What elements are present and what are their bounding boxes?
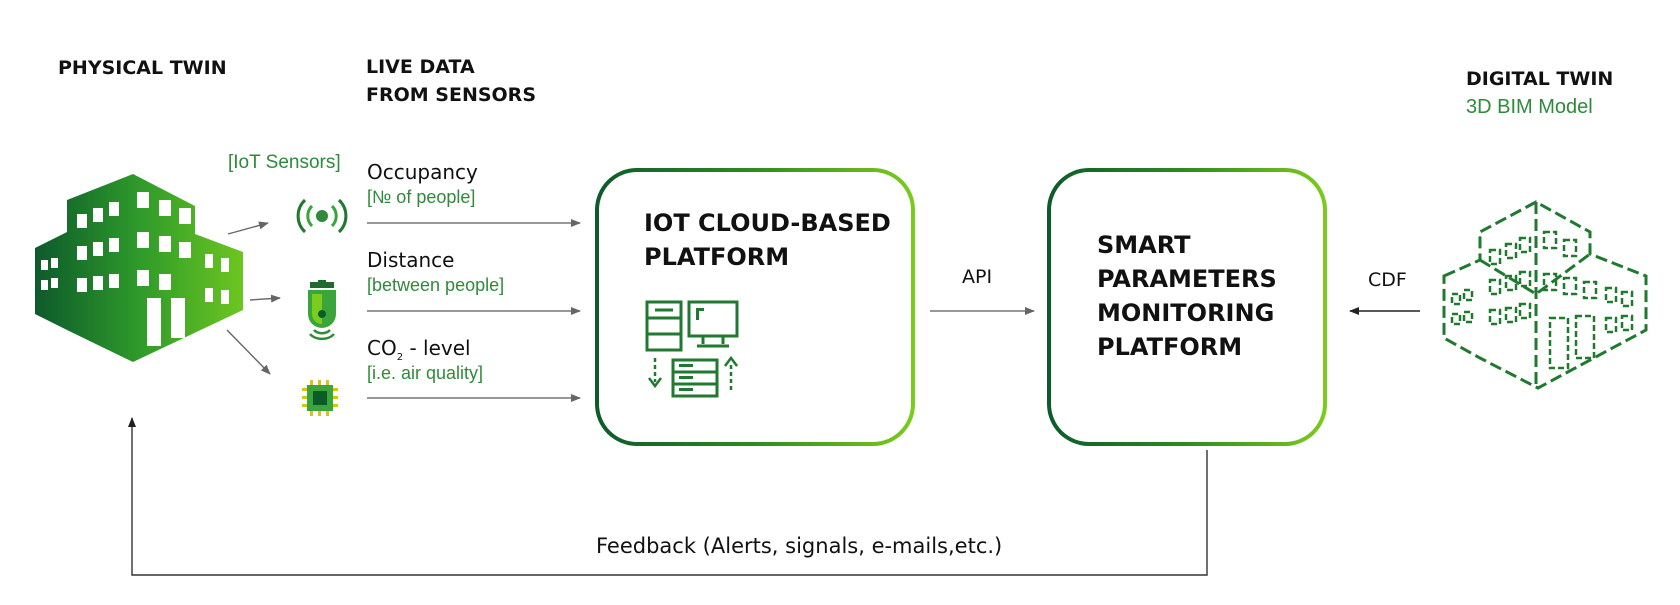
- feedback-line: [128, 417, 1208, 576]
- physical-twin-heading: PHYSICAL TWIN: [58, 57, 227, 79]
- chip-sensor-icon: [302, 380, 338, 416]
- distance-detail: [between people]: [367, 275, 505, 295]
- co2-label: CO2 - level: [367, 336, 471, 370]
- live-data-heading-line2: FROM SENSORS: [366, 84, 536, 106]
- digital-twin-heading: DIGITAL TWIN: [1466, 68, 1614, 90]
- cdf-label: CDF: [1368, 269, 1407, 291]
- occupancy-label: Occupancy: [367, 160, 478, 184]
- arrow-building-to-co2: [226, 329, 271, 375]
- digital-twin-subheading: 3D BIM Model: [1466, 96, 1593, 118]
- smart-platform-title-line1: SMART: [1097, 231, 1191, 259]
- arrow-building-to-occupancy: [227, 221, 269, 235]
- live-data-heading-line1: LIVE DATA: [366, 56, 475, 78]
- api-label: API: [962, 266, 993, 288]
- iot-platform-title-line2: PLATFORM: [644, 243, 790, 271]
- iot-sensors-label: [IoT Sensors]: [228, 152, 341, 173]
- smart-monitoring-platform-box: SMART PARAMETERS MONITORING PLATFORM: [1047, 168, 1327, 446]
- arrow-building-to-distance: [249, 294, 281, 303]
- iot-platform-title-line1: IOT CLOUD-BASED: [644, 209, 891, 237]
- co2-subscript: 2: [396, 352, 404, 363]
- building-icon: [35, 174, 243, 362]
- feedback-label: Feedback (Alerts, signals, e-mails,etc.): [596, 534, 1003, 558]
- smart-platform-title-line4: PLATFORM: [1097, 333, 1243, 361]
- smart-platform-title-line3: MONITORING: [1097, 299, 1275, 327]
- wireless-sensor-icon: [296, 198, 348, 234]
- co2-prefix: CO: [367, 336, 397, 360]
- iot-cloud-platform-box: IOT CLOUD-BASED PLATFORM: [595, 168, 915, 446]
- distance-label: Distance: [367, 248, 455, 272]
- smart-platform-title-line2: PARAMETERS: [1097, 265, 1277, 293]
- co2-detail: [i.e. air quality]: [367, 363, 484, 383]
- server-computer-icon: [645, 300, 739, 398]
- bim-model-icon: [1442, 200, 1648, 390]
- occupancy-detail: [№ of people]: [367, 187, 476, 207]
- distance-sensor-icon: [308, 280, 336, 341]
- co2-suffix: - level: [403, 336, 471, 360]
